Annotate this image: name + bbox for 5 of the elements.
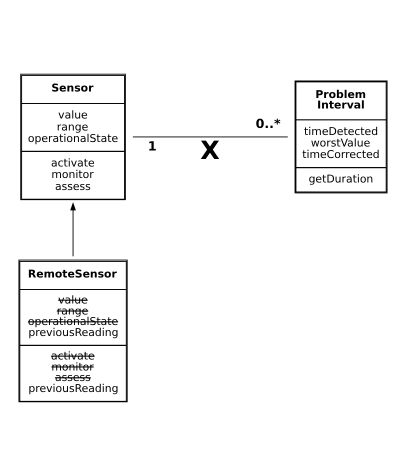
label: 0..*: [256, 116, 281, 132]
label: 1: [148, 138, 157, 154]
arrow: [70, 202, 76, 257]
connector: [132, 136, 288, 138]
edge-label: X: [200, 136, 220, 165]
